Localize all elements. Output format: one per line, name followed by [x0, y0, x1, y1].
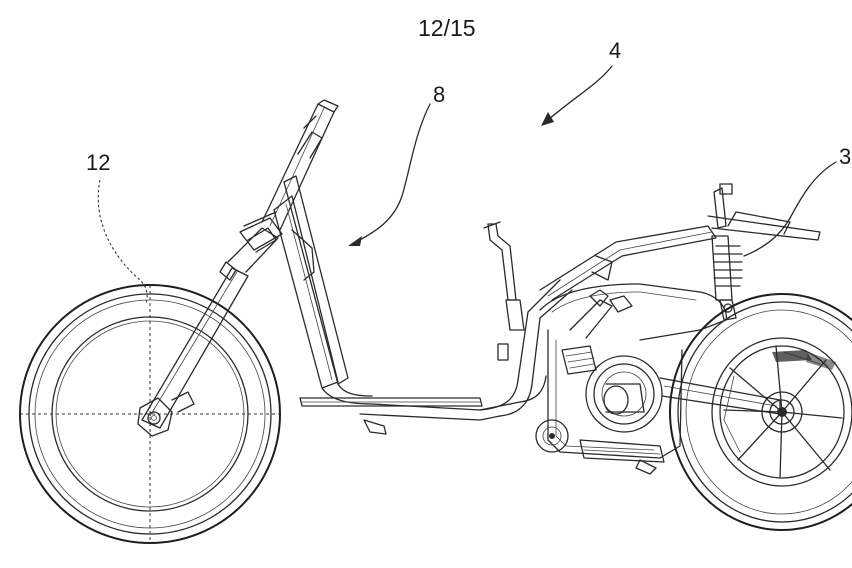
leader-12 [97, 179, 148, 305]
front-wheel [19, 284, 281, 544]
front-fork [137, 211, 283, 437]
steering-column [261, 99, 339, 231]
leader-3 [743, 161, 837, 257]
arrow-8-head [348, 236, 362, 246]
reference-numeral-8: 8 [433, 82, 446, 107]
engine-unit [535, 283, 781, 475]
reference-numeral-4: 4 [609, 38, 622, 63]
sheet-number: 12/15 [418, 15, 476, 41]
leader-8 [351, 103, 431, 245]
arrow-4-head [541, 112, 554, 126]
reference-numeral-3: 3 [839, 144, 852, 169]
leader-4 [547, 65, 613, 121]
reference-numeral-12: 12 [86, 150, 111, 175]
main-frame [273, 175, 821, 435]
rear-wheel [669, 293, 852, 531]
rear-shock [711, 235, 743, 321]
